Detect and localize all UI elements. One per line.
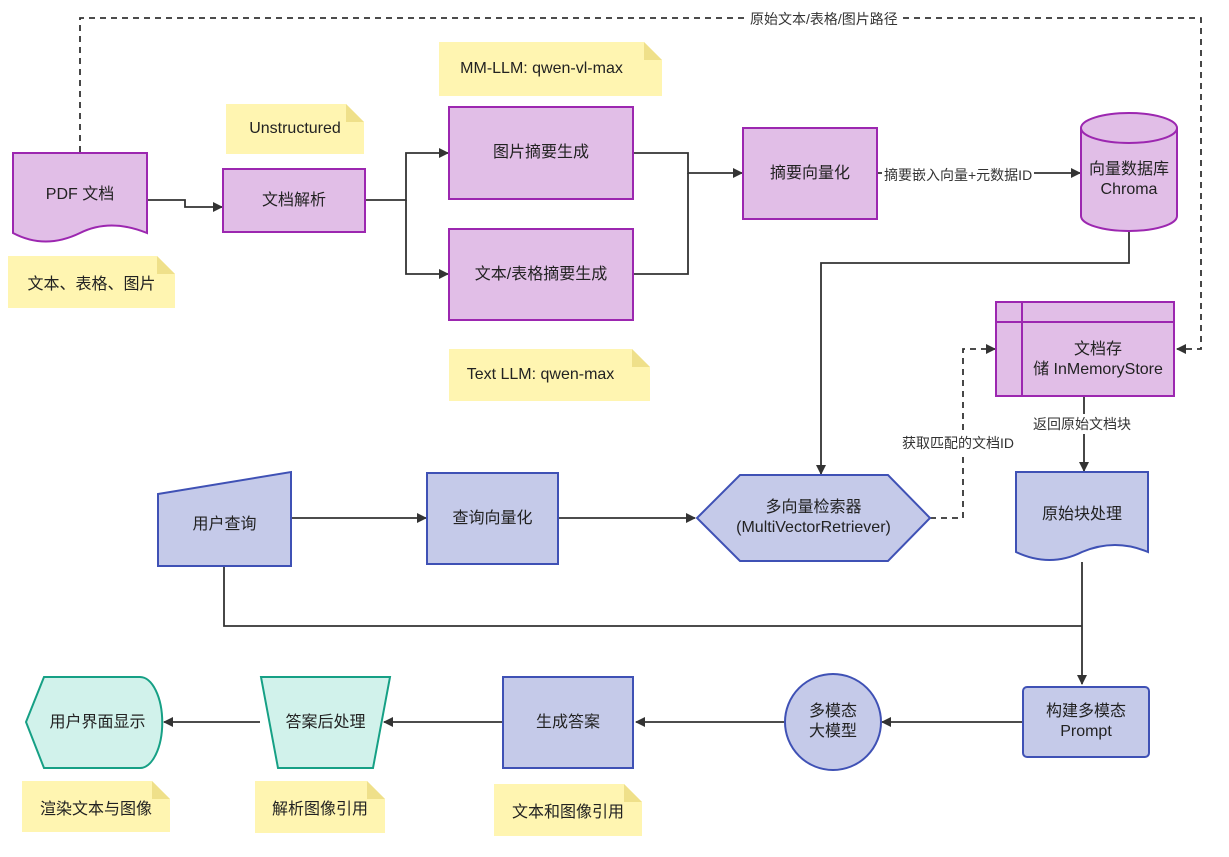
- mm-model-circle[interactable]: [784, 673, 882, 771]
- gen-answer-label: 生成答案: [535, 713, 600, 731]
- pdf-document-label: PDF 文档: [45, 186, 115, 203]
- summary-embed-box[interactable]: [742, 127, 878, 220]
- doc-parse-box[interactable]: [222, 168, 366, 233]
- gen-answer-box[interactable]: [502, 676, 634, 769]
- edge-label-raw-path: 原始文本/表格/图片路径: [748, 9, 900, 29]
- edge-query-to-prompt: [223, 566, 1082, 627]
- raw-process-label: 原始块处理: [1041, 506, 1122, 523]
- user-query-shape[interactable]: [157, 470, 292, 567]
- summary-embed-label: 摘要向量化: [769, 164, 850, 182]
- build-prompt-label: 构建多模态 Prompt: [1023, 687, 1149, 757]
- note-text-image-refs: 文本和图像引用: [511, 804, 624, 821]
- ui-display-label: 用户界面显示: [49, 713, 146, 731]
- note-unstructured-shape: [226, 104, 364, 154]
- image-summary-box[interactable]: [448, 106, 634, 200]
- edge-pdf-to-parse: [147, 199, 223, 212]
- edge-raw-path: [79, 17, 1202, 354]
- post-process-label: 答案后处理: [285, 713, 366, 731]
- user-query-label: 用户查询: [192, 516, 257, 533]
- note-text-llm-shape: [449, 349, 650, 401]
- vector-db-label: 向量数据库 Chroma: [1081, 145, 1177, 215]
- docstore-label-line1: 文档存: [1073, 341, 1122, 358]
- edge-retriever-to-store: [930, 344, 996, 519]
- edge-label-fetch-id: 获取匹配的文档ID: [900, 433, 1016, 453]
- docstore-label: 文档存 储 InMemoryStore: [1022, 324, 1174, 396]
- build-prompt-label-line2: Prompt: [1060, 723, 1112, 740]
- note-render: 渲染文本与图像: [39, 800, 152, 818]
- note-mm-llm: MM-LLM: qwen-vl-max: [460, 60, 623, 77]
- edge-db-to-retriever: [816, 232, 1130, 475]
- mm-model-label-line1: 多模态: [808, 703, 857, 720]
- edge-img-to-embed: [634, 152, 743, 178]
- query-embed-box[interactable]: [426, 472, 559, 565]
- mm-model-label: 多模态 大模型: [785, 687, 881, 757]
- retriever-label: 多向量检索器 (MultiVectorRetriever): [697, 475, 930, 561]
- pdf-document-shape[interactable]: [12, 152, 148, 243]
- mm-model-label-line2: 大模型: [808, 723, 857, 740]
- image-summary-label: 图片摘要生成: [492, 144, 589, 161]
- note-mm-llm-shape: [439, 42, 662, 96]
- text-summary-box[interactable]: [448, 228, 634, 321]
- vector-db-label-line1: 向量数据库: [1088, 161, 1169, 178]
- vector-db-cylinder[interactable]: [1080, 112, 1178, 232]
- retriever-label-line2: (MultiVectorRetriever): [736, 519, 891, 536]
- note-text-types-shape: [8, 256, 175, 308]
- note-parse-refs: 解析图像引用: [271, 801, 368, 818]
- edge-parse-to-text: [405, 200, 449, 279]
- docstore-box[interactable]: [995, 301, 1175, 397]
- note-text-image-refs-shape: [494, 784, 642, 836]
- vector-db-label-line2: Chroma: [1100, 181, 1158, 198]
- build-prompt-box[interactable]: [1022, 686, 1150, 758]
- retriever-label-line1: 多向量检索器: [765, 499, 862, 516]
- edge-label-embed-meta: 摘要嵌入向量+元数据ID: [882, 165, 1035, 185]
- note-unstructured: Unstructured: [249, 120, 341, 137]
- query-embed-label: 查询向量化: [452, 509, 533, 527]
- note-render-shape: [22, 781, 170, 832]
- edge-text-to-embed: [634, 173, 689, 275]
- ui-display-shape[interactable]: [24, 676, 164, 769]
- docstore-label-line2: 储 InMemoryStore: [1033, 361, 1163, 378]
- text-summary-label: 文本/表格摘要生成: [474, 265, 608, 283]
- retriever-hexagon[interactable]: [695, 474, 932, 562]
- edge-label-return-raw: 返回原始文档块: [1031, 414, 1133, 434]
- note-parse-refs-shape: [255, 781, 385, 833]
- note-text-llm: Text LLM: qwen-max: [466, 366, 615, 383]
- doc-parse-label: 文档解析: [261, 191, 326, 209]
- note-text-types: 文本、表格、图片: [27, 276, 156, 293]
- raw-process-shape[interactable]: [1015, 471, 1149, 561]
- post-process-trapezoid[interactable]: [259, 676, 392, 769]
- edge-parse-to-img: [366, 148, 449, 201]
- build-prompt-label-line1: 构建多模态: [1045, 703, 1126, 720]
